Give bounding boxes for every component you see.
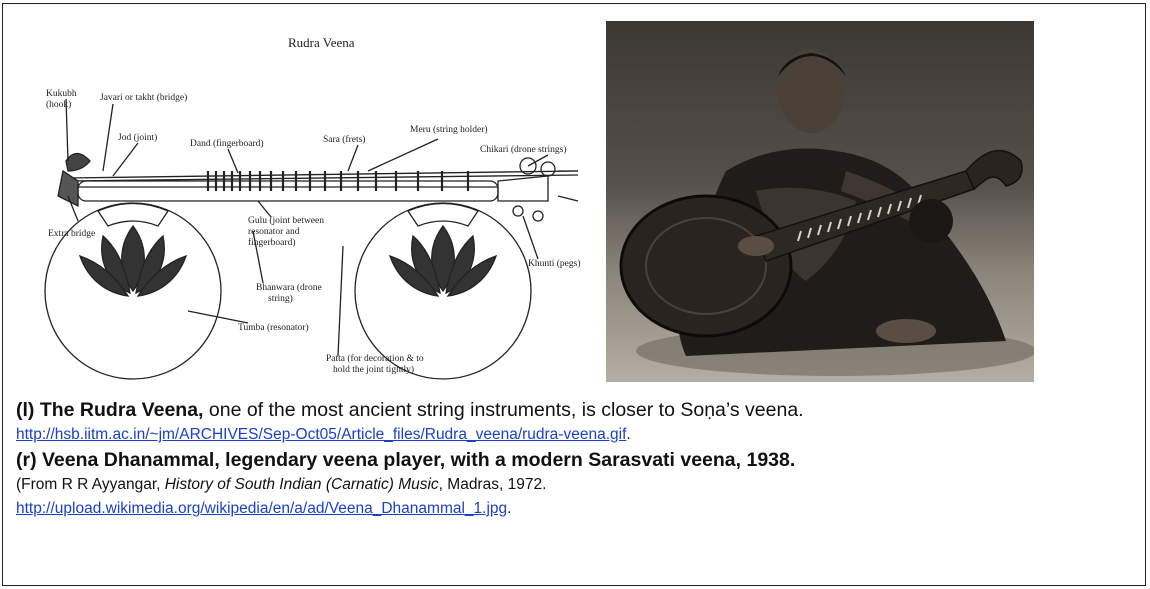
label-gulu-2: resonator and xyxy=(248,227,299,238)
label-jod: Jod (joint) xyxy=(118,133,157,144)
veena-dhanammal-photo xyxy=(606,21,1034,382)
veena-dhanammal-link[interactable]: http://upload.wikimedia.org/wikipedia/en… xyxy=(16,500,507,517)
caption-source-post: , Madras, 1972. xyxy=(439,476,547,493)
rudra-veena-link[interactable]: http://hsb.iitm.ac.in/~jm/ARCHIVES/Sep-O… xyxy=(16,426,626,443)
caption-period-2: . xyxy=(507,500,511,517)
caption-line-link1: http://hsb.iitm.ac.in/~jm/ARCHIVES/Sep-O… xyxy=(16,423,1136,447)
label-sara: Sara (frets) xyxy=(323,135,365,146)
caption-line-right: (r) Veena Dhanammal, legendary veena pla… xyxy=(16,447,1136,473)
rudra-veena-drawing xyxy=(18,21,603,381)
label-khunti: Khunti (pegs) xyxy=(528,259,581,270)
caption-period-1: . xyxy=(626,426,630,443)
label-gulu-3: fingerboard) xyxy=(248,238,295,249)
label-tumba: Tumba (resonator) xyxy=(238,323,309,334)
caption-source-pre: (From R R Ayyangar, xyxy=(16,476,165,493)
figure-caption: (l) The Rudra Veena, one of the most anc… xyxy=(16,397,1136,521)
diagram-title: Rudra Veena xyxy=(288,35,355,51)
label-meru: Meru (string holder) xyxy=(410,125,488,136)
caption-left-rest: one of the most ancient string instrumen… xyxy=(203,399,803,421)
caption-line-link2: http://upload.wikimedia.org/wikipedia/en… xyxy=(16,497,1136,521)
label-gulu-1: Gulu (joint between xyxy=(248,216,324,227)
label-dand: Dand (fingerboard) xyxy=(190,139,264,150)
label-bhanwara-2: string) xyxy=(268,294,293,305)
label-hook: (hook) xyxy=(46,100,71,111)
label-patta-2: hold the joint tightly) xyxy=(333,365,414,376)
label-chikari: Chikari (drone strings) xyxy=(480,145,567,156)
caption-right-bold: (r) Veena Dhanammal, legendary veena pla… xyxy=(16,449,795,471)
caption-left-bold: (l) The Rudra Veena, xyxy=(16,399,203,421)
caption-line-source: (From R R Ayyangar, History of South Ind… xyxy=(16,473,1136,497)
label-patta-1: Patta (for decoration & to xyxy=(326,354,424,365)
label-bhanwara-1: Bhanwara (drone xyxy=(256,283,322,294)
caption-line-left: (l) The Rudra Veena, one of the most anc… xyxy=(16,397,1136,423)
photo-illustration xyxy=(606,21,1034,382)
label-kukubh: Kukubh xyxy=(46,89,77,100)
label-extra-bridge: Extra bridge xyxy=(48,229,95,240)
label-javari: Javari or takht (bridge) xyxy=(100,93,187,104)
rudra-veena-diagram: Rudra Veena Kukubh (hook) Javari or takh… xyxy=(18,21,603,381)
figure-frame: Rudra Veena Kukubh (hook) Javari or takh… xyxy=(2,3,1146,586)
caption-source-title: History of South Indian (Carnatic) Music xyxy=(165,476,439,493)
